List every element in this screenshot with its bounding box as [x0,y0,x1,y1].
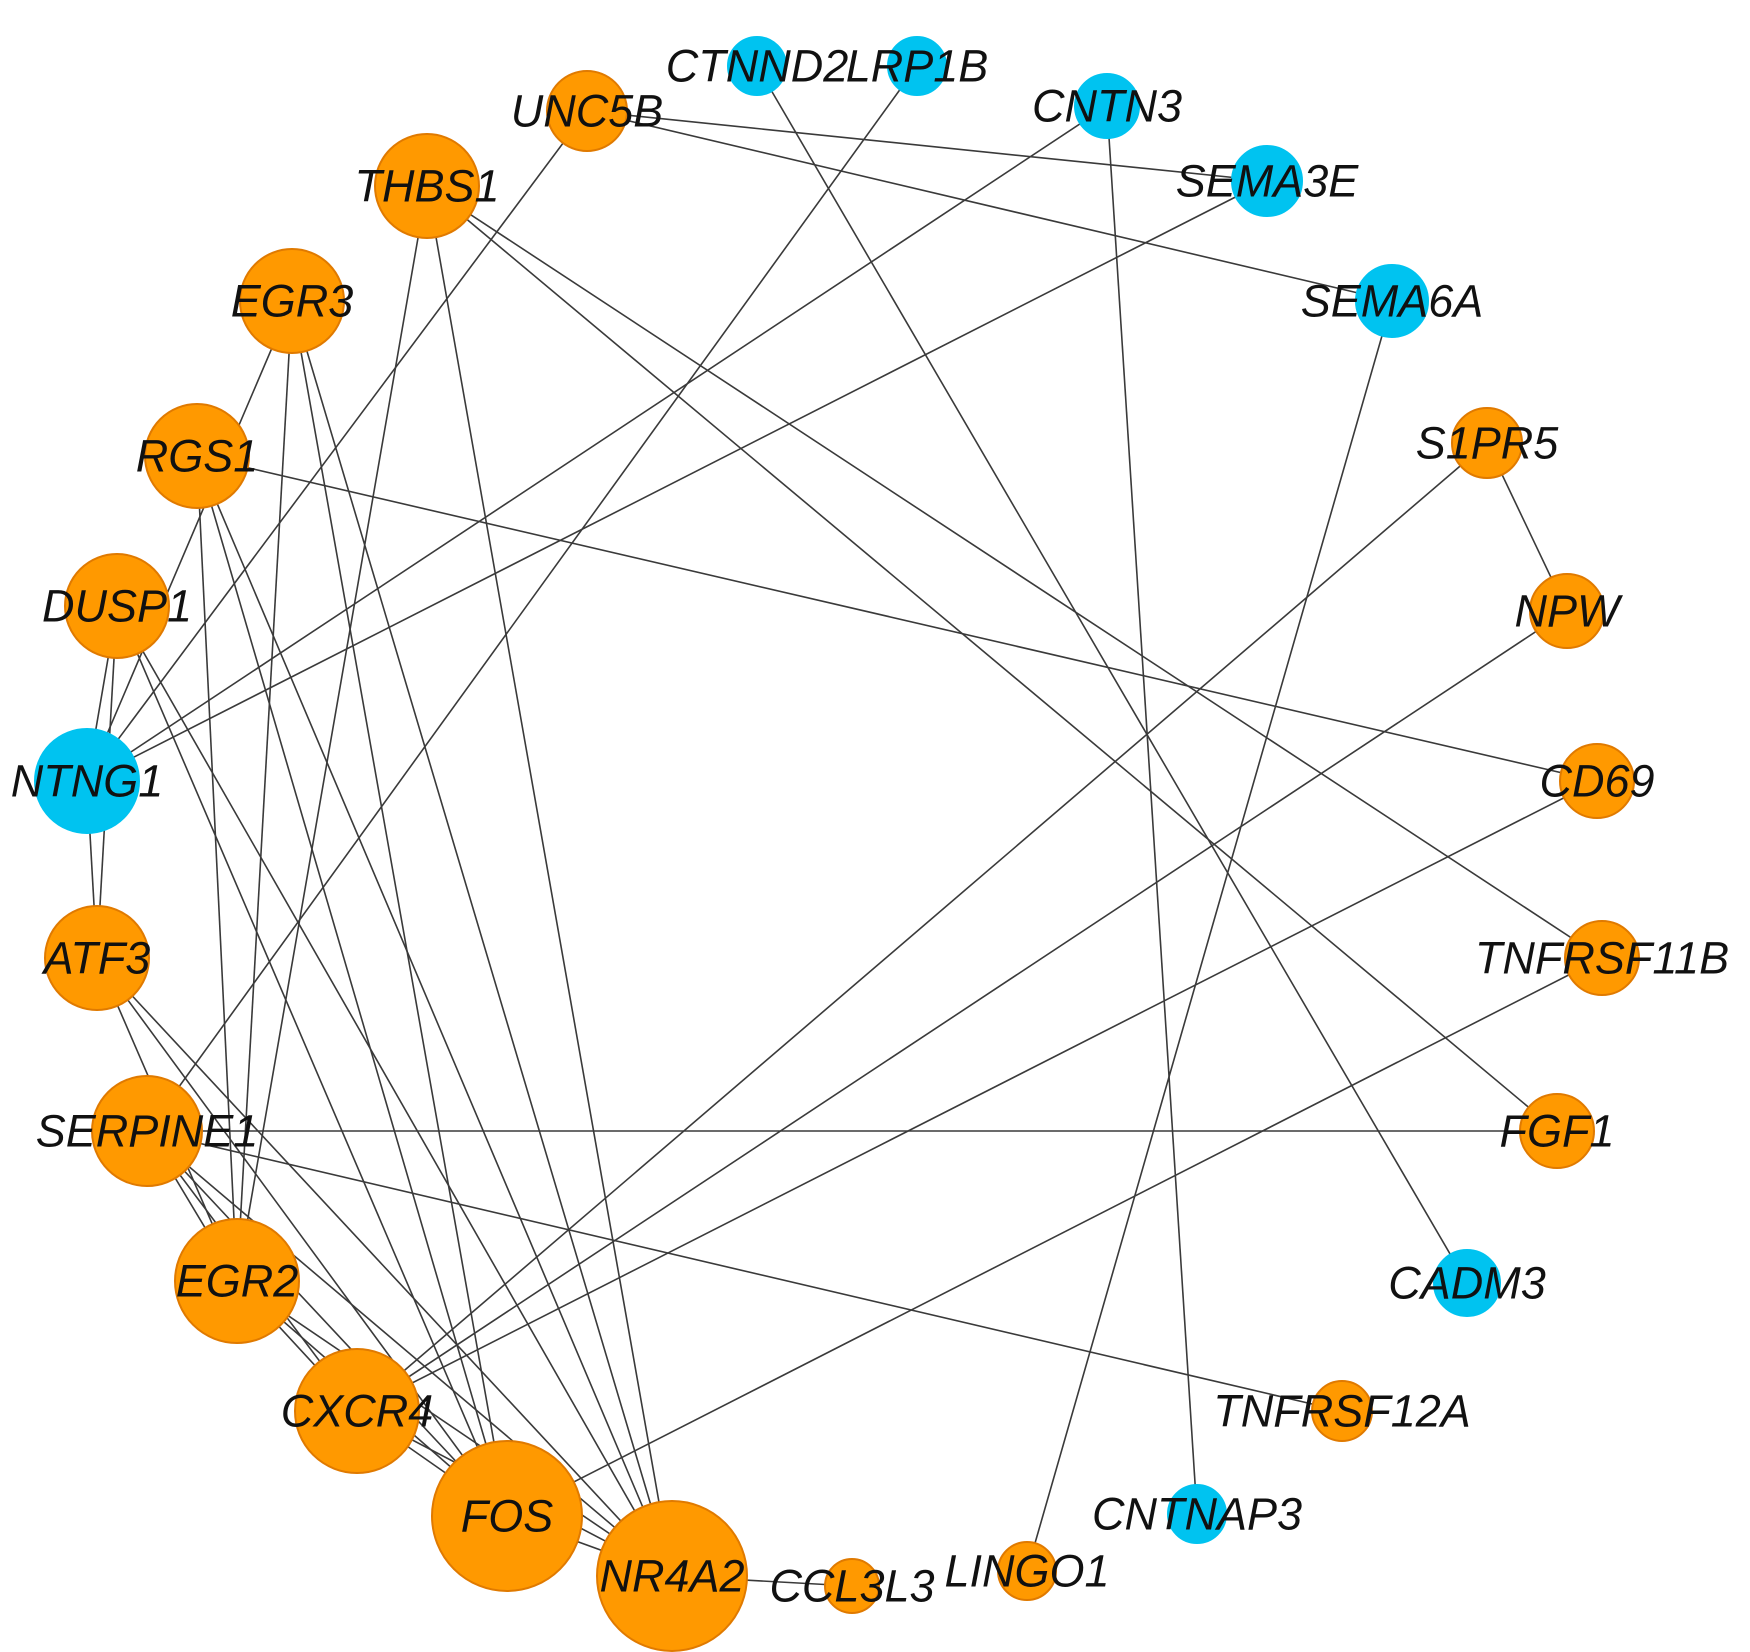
edge-s1pr5-cxcr4 [356,442,1488,1412]
node-label-sema3e: SEMA3E [1176,156,1360,207]
node-label-egr2: EGR2 [176,1256,299,1307]
node-label-cntn3: CNTN3 [1032,81,1182,132]
node-atf3[interactable] [44,905,150,1011]
node-nr4a2[interactable] [596,1500,748,1652]
node-label-tnfrsf11b: TNFRSF11B [1475,933,1729,984]
node-label-ctnnd2: CTNND2 [666,41,849,92]
edge-egr3-nr4a2 [291,300,673,1577]
node-label-atf3: ATF3 [41,933,151,984]
node-label-dusp1: DUSP1 [42,581,192,632]
edge-egr3-ntng1 [86,300,293,782]
node-lrp1b[interactable] [887,36,947,96]
node-label-npw: NPW [1515,586,1625,637]
node-rgs1[interactable] [144,403,250,509]
edge-rgs1-nr4a2 [196,455,673,1577]
node-s1pr5[interactable] [1451,407,1523,479]
edge-rgs1-egr2 [196,455,238,1282]
edge-rgs1-cd69 [196,455,1598,782]
node-fgf1[interactable] [1519,1093,1595,1169]
node-label-thbs1: THBS1 [354,161,499,212]
edge-unc5b-sema3e [586,110,1268,182]
node-dusp1[interactable] [64,553,170,659]
node-label-egr3: EGR3 [231,276,354,327]
edge-serpine1-tnfrsf12a [146,1130,1343,1412]
node-npw[interactable] [1529,573,1605,649]
node-label-ntng1: NTNG1 [11,756,164,807]
node-egr3[interactable] [239,248,345,354]
node-serpine1[interactable] [91,1075,203,1187]
edge-sema3e-ntng1 [86,180,1268,782]
node-cadm3[interactable] [1433,1249,1501,1317]
node-label-cd69: CD69 [1539,756,1654,807]
edge-thbs1-egr2 [236,185,428,1282]
edge-lrp1b-serpine1 [146,65,918,1132]
edge-unc5b-ntng1 [86,110,588,782]
node-unc5b[interactable] [546,70,628,152]
node-ccl3l3[interactable] [824,1558,880,1614]
node-tnfrsf12a[interactable] [1311,1380,1373,1442]
node-label-lingo1: LINGO1 [944,1546,1109,1597]
edge-dusp1-fos [116,605,508,1517]
node-label-cadm3: CADM3 [1388,1258,1546,1309]
node-label-cntnap3: CNTNAP3 [1092,1489,1302,1540]
node-cntn3[interactable] [1074,73,1140,139]
edge-cntn3-cntnap3 [1106,105,1198,1515]
edge-dusp1-nr4a2 [116,605,673,1577]
node-label-lrp1b: LRP1B [846,41,989,92]
node-cxcr4[interactable] [294,1348,420,1474]
edge-rgs1-fos [196,455,508,1517]
node-cd69[interactable] [1559,743,1635,819]
node-ntng1[interactable] [34,728,140,834]
node-label-nr4a2: NR4A2 [599,1551,744,1602]
node-label-fos: FOS [461,1491,554,1542]
node-label-ccl3l3: CCL3L3 [769,1561,934,1612]
node-lingo1[interactable] [997,1541,1057,1601]
edge-cd69-cxcr4 [356,780,1598,1412]
nodes-layer [34,36,1640,1652]
edge-thbs1-fgf1 [426,185,1558,1132]
node-egr2[interactable] [174,1218,300,1344]
node-label-unc5b: UNC5B [511,86,664,137]
node-cntnap3[interactable] [1167,1484,1227,1544]
node-thbs1[interactable] [374,133,480,239]
node-label-fgf1: FGF1 [1499,1106,1614,1157]
node-fos[interactable] [431,1440,583,1592]
node-label-serpine1: SERPINE1 [36,1106,259,1157]
edge-npw-cxcr4 [356,610,1568,1412]
edge-unc5b-sema6a [586,110,1393,302]
node-tnfrsf11b[interactable] [1564,920,1640,996]
node-label-sema6a: SEMA6A [1301,276,1484,327]
edge-egr2-nr4a2 [236,1280,673,1577]
edge-cntn3-ntng1 [86,105,1108,782]
node-sema6a[interactable] [1355,264,1429,338]
edge-ctnnd2-cadm3 [756,65,1468,1284]
node-sema3e[interactable] [1231,145,1303,217]
edge-thbs1-nr4a2 [426,185,673,1577]
node-label-s1pr5: S1PR5 [1416,418,1560,469]
edge-thbs1-tnfrsf11b [426,185,1603,959]
node-ctnnd2[interactable] [727,36,787,96]
edge-sema6a-lingo1 [1026,300,1393,1572]
edge-atf3-fos [96,957,508,1517]
node-label-rgs1: RGS1 [136,431,259,482]
edge-serpine1-nr4a2 [146,1130,673,1577]
edge-atf3-nr4a2 [96,957,673,1577]
node-label-cxcr4: CXCR4 [281,1386,434,1437]
node-label-tnfrsf12a: TNFRSF12A [1213,1386,1471,1437]
edge-tnfrsf11b-fos [506,957,1603,1517]
edge-serpine1-fos [146,1130,508,1517]
